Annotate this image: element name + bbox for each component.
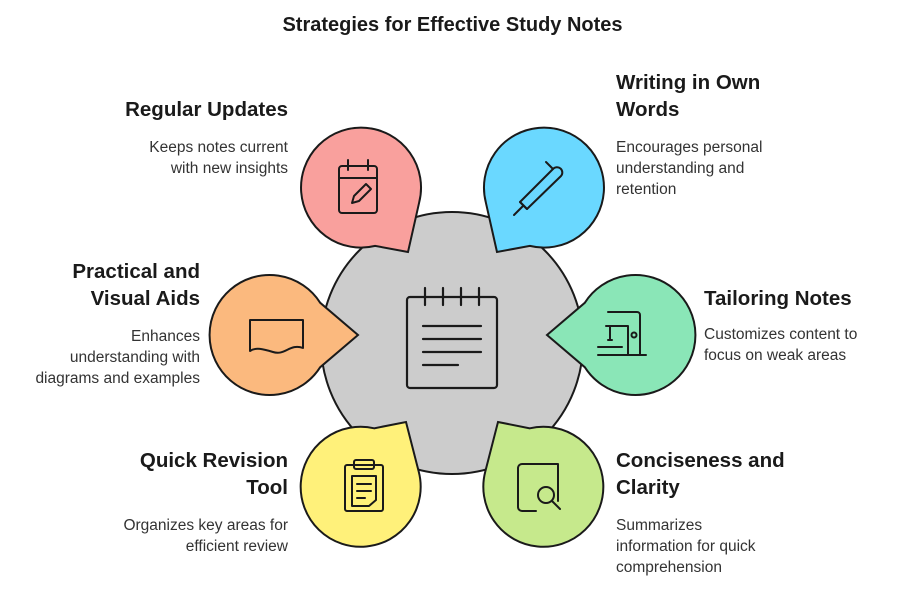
conciseness-clarity-teardrop bbox=[482, 420, 605, 548]
description-line: diagrams and examples bbox=[35, 370, 200, 387]
heading-line: Words bbox=[616, 98, 680, 121]
description-line: Encourages personal bbox=[616, 139, 763, 156]
practical-visual-block: Practical and Visual Aids Enhances under… bbox=[10, 258, 200, 389]
notepad-icon bbox=[405, 286, 499, 390]
regular-updates-heading: Regular Updates bbox=[60, 96, 288, 123]
conciseness-clarity-block: Conciseness and Clarity Summarizes infor… bbox=[616, 447, 876, 578]
quick-revision-block: Quick Revision Tool Organizes key areas … bbox=[60, 447, 288, 557]
conciseness-clarity-heading: Conciseness and Clarity bbox=[616, 447, 876, 501]
description-line: focus on weak areas bbox=[704, 347, 847, 364]
flag-document-icon bbox=[249, 319, 304, 354]
description-line: understanding with bbox=[69, 349, 200, 366]
description-line: retention bbox=[616, 181, 677, 198]
sewing-machine-icon bbox=[597, 311, 647, 356]
heading-line: Clarity bbox=[616, 476, 680, 499]
quick-revision-heading: Quick Revision Tool bbox=[60, 447, 288, 501]
practical-visual-heading: Practical and Visual Aids bbox=[10, 258, 200, 312]
heading-line: Writing in Own bbox=[616, 71, 761, 94]
description-line: Customizes content to bbox=[704, 326, 858, 343]
heading-line: Quick Revision bbox=[139, 449, 288, 472]
description-line: efficient review bbox=[185, 538, 288, 555]
description-line: with new insights bbox=[170, 160, 288, 177]
writing-own-words-heading: Writing in Own Words bbox=[616, 69, 876, 123]
calendar-edit-icon bbox=[338, 159, 378, 214]
heading-line: Regular Updates bbox=[125, 98, 288, 121]
description-line: Summarizes bbox=[616, 517, 703, 534]
practical-visual-teardrop bbox=[208, 274, 360, 396]
tailoring-notes-description: Customizes content to focus on weak area… bbox=[704, 324, 899, 366]
regular-updates-block: Regular Updates Keeps notes current with… bbox=[60, 96, 288, 179]
heading-line: Conciseness and bbox=[616, 449, 785, 472]
tailoring-notes-teardrop bbox=[545, 274, 697, 396]
pen-icon bbox=[513, 161, 564, 216]
writing-own-words-description: Encourages personal understanding and re… bbox=[616, 137, 876, 200]
book-search-icon bbox=[517, 463, 561, 512]
description-line: Keeps notes current bbox=[149, 139, 288, 156]
writing-own-words-teardrop bbox=[483, 126, 605, 254]
description-line: Enhances bbox=[131, 328, 200, 345]
diagram-title: Strategies for Effective Study Notes bbox=[282, 14, 623, 36]
writing-own-words-block: Writing in Own Words Encourages personal… bbox=[616, 69, 876, 200]
conciseness-clarity-description: Summarizes information for quick compreh… bbox=[616, 515, 876, 578]
description-line: understanding and bbox=[616, 160, 745, 177]
heading-line: Visual Aids bbox=[90, 287, 200, 310]
tailoring-notes-block: Tailoring Notes Customizes content to fo… bbox=[704, 285, 899, 366]
description-line: comprehension bbox=[616, 559, 722, 576]
description-line: Organizes key areas for bbox=[123, 517, 288, 534]
regular-updates-description: Keeps notes current with new insights bbox=[60, 137, 288, 179]
heading-line: Tailoring Notes bbox=[704, 287, 852, 310]
quick-revision-description: Organizes key areas for efficient review bbox=[60, 515, 288, 557]
practical-visual-description: Enhances understanding with diagrams and… bbox=[10, 326, 200, 389]
heading-line: Practical and bbox=[72, 260, 200, 283]
heading-line: Tool bbox=[246, 476, 288, 499]
description-line: information for quick bbox=[616, 538, 756, 555]
tailoring-notes-heading: Tailoring Notes bbox=[704, 285, 899, 312]
clipboard-icon bbox=[344, 459, 384, 512]
